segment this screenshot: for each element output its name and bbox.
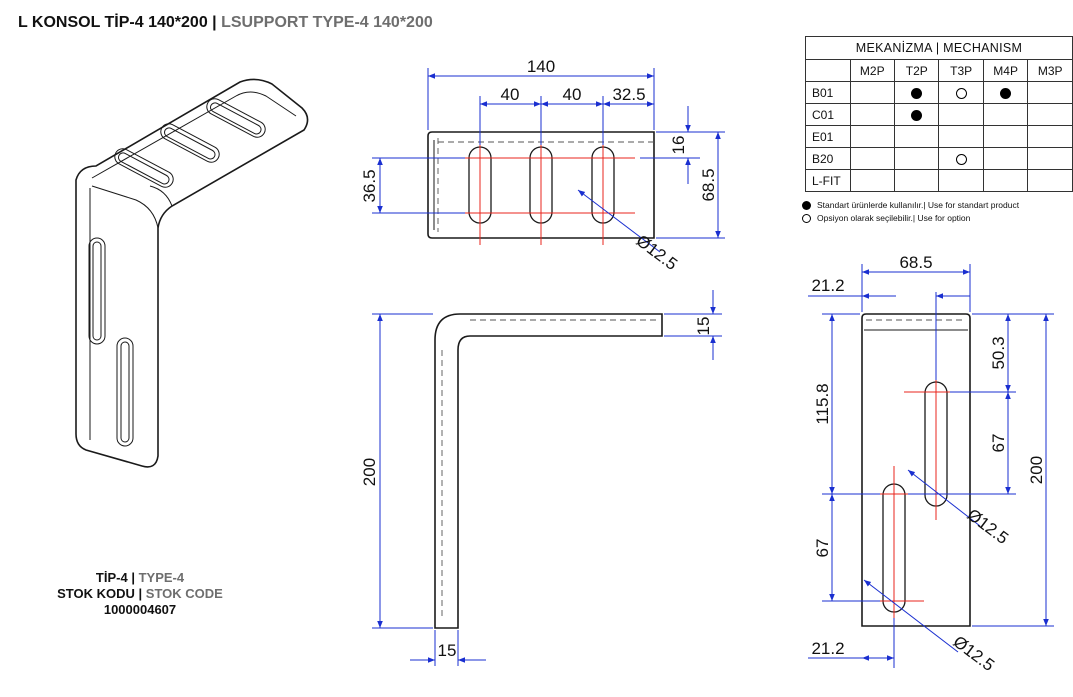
- table-cell: [849, 147, 896, 170]
- top-dim-hole: Ø12.5: [633, 231, 681, 274]
- title-translation: LSUPPORT TYPE-4 140*200: [221, 14, 433, 31]
- top-dim-depth: 68.5: [699, 168, 718, 201]
- table-cell: [938, 147, 984, 170]
- stock-type-line: TİP-4 | TYPE-4: [0, 570, 280, 586]
- filled-dot-icon: [911, 109, 923, 121]
- stock-info: TİP-4 | TYPE-4 STOK KODU | STOK CODE 100…: [0, 570, 280, 618]
- top-dim-width: 140: [527, 57, 555, 76]
- table-cell: [982, 81, 1029, 104]
- legend-standard-text: Standart ürünlerde kullanılır.| Use for …: [817, 200, 1020, 210]
- table-row: C01: [805, 103, 1073, 126]
- side-dim-thickness-top: 15: [694, 317, 713, 336]
- table-cell: [982, 103, 1029, 126]
- hollow-dot-icon: [802, 214, 811, 224]
- code-separator: |: [138, 586, 143, 601]
- code-label: STOK KODU: [57, 586, 135, 601]
- table-cell: [982, 147, 1029, 170]
- drawing-title: L KONSOL TİP-4 140*200 | LSUPPORT TYPE-4…: [18, 14, 433, 32]
- table-cell: [1027, 103, 1073, 126]
- legend-option-text: Opsiyon olarak seçilebilir.| Use for opt…: [817, 213, 971, 223]
- side-view: 200 15 15: [360, 290, 722, 666]
- column-header: T2P: [894, 59, 940, 82]
- row-label: B20: [805, 147, 851, 170]
- stock-code-line: STOK KODU | STOK CODE: [0, 586, 280, 602]
- table-row: E01: [805, 125, 1073, 148]
- isometric-view: [75, 78, 309, 468]
- table-cell: [849, 103, 896, 126]
- front-dim-height: 200: [1027, 456, 1046, 484]
- table-cell: [938, 103, 984, 126]
- type-separator: |: [131, 570, 135, 585]
- mechanism-table-header: MEKANİZMA | MECHANISM: [805, 36, 1073, 60]
- legend-standard: Standart ürünlerde kullanılır.| Use for …: [802, 200, 1020, 211]
- title-separator: |: [212, 14, 217, 31]
- row-label: L-FIT: [805, 169, 851, 192]
- table-cell: [982, 169, 1029, 192]
- table-cell: [849, 125, 896, 148]
- table-cell: [894, 169, 940, 192]
- top-dim-top-offset: 16: [669, 136, 688, 155]
- type-translation: TYPE-4: [138, 570, 185, 585]
- table-cell: [849, 81, 896, 104]
- column-header: M4P: [982, 59, 1029, 82]
- table-cell: [938, 125, 984, 148]
- front-dim-left-top: 21.2: [811, 276, 844, 295]
- legend-option: Opsiyon olarak seçilebilir.| Use for opt…: [802, 213, 971, 224]
- column-header: M3P: [1027, 59, 1073, 82]
- table-cell: [894, 147, 940, 170]
- table-cell: [1027, 81, 1073, 104]
- front-dim-width: 68.5: [899, 253, 932, 272]
- front-dim-top-to-slot: 50.3: [989, 336, 1008, 369]
- table-cell: [894, 81, 940, 104]
- front-dim-hole-upper: Ø12.5: [964, 505, 1012, 548]
- column-header: M2P: [849, 59, 896, 82]
- table-cell: [1027, 147, 1073, 170]
- front-dim-upper-span: 115.8: [813, 383, 832, 424]
- table-cell: [938, 81, 984, 104]
- mechanism-table-column-row: M2P T2P T3P M4P M3P: [805, 59, 1073, 82]
- table-corner-cell: [805, 59, 851, 82]
- top-dim-spacing-1: 40: [501, 85, 520, 104]
- front-dim-slot-spacing: 67: [989, 434, 1008, 453]
- side-dim-thickness-bottom: 15: [438, 641, 457, 660]
- top-dim-slot-length: 36.5: [360, 169, 379, 202]
- row-label: E01: [805, 125, 851, 148]
- front-dim-lower-span: 67: [813, 539, 832, 558]
- table-row: B01: [805, 81, 1073, 104]
- title-main: L KONSOL TİP-4 140*200: [18, 14, 208, 31]
- mechanism-table: MEKANİZMA | MECHANISM M2P T2P T3P M4P M3…: [805, 36, 1073, 192]
- side-dim-height: 200: [360, 458, 379, 486]
- top-dim-edge: 32.5: [612, 85, 645, 104]
- row-label: B01: [805, 81, 851, 104]
- table-cell: [894, 103, 940, 126]
- front-view: 68.5 21.2 21.2 50.3 115.8 67 67 200 Ø12.…: [808, 253, 1054, 675]
- table-cell: [938, 169, 984, 192]
- column-header: T3P: [938, 59, 984, 82]
- table-cell: [982, 125, 1029, 148]
- table-cell: [894, 125, 940, 148]
- row-label: C01: [805, 103, 851, 126]
- filled-dot-icon: [1000, 87, 1012, 99]
- hollow-dot-icon: [955, 87, 967, 99]
- filled-dot-icon: [911, 87, 923, 99]
- code-translation: STOK CODE: [145, 586, 223, 601]
- table-cell: [1027, 169, 1073, 192]
- front-dim-left-bottom: 21.2: [811, 639, 844, 658]
- top-view: 140 40 40 32.5 16 68.5 36.5 Ø12.5: [360, 57, 725, 274]
- stock-code-value: 1000004607: [103, 602, 177, 617]
- top-dim-spacing-2: 40: [563, 85, 582, 104]
- table-row: B20: [805, 147, 1073, 170]
- table-cell: [849, 169, 896, 192]
- filled-dot-icon: [802, 201, 811, 211]
- hollow-dot-icon: [955, 153, 967, 165]
- front-dim-hole-lower: Ø12.5: [950, 632, 998, 675]
- type-label: TİP-4: [95, 570, 128, 585]
- table-cell: [1027, 125, 1073, 148]
- table-row: L-FIT: [805, 169, 1073, 192]
